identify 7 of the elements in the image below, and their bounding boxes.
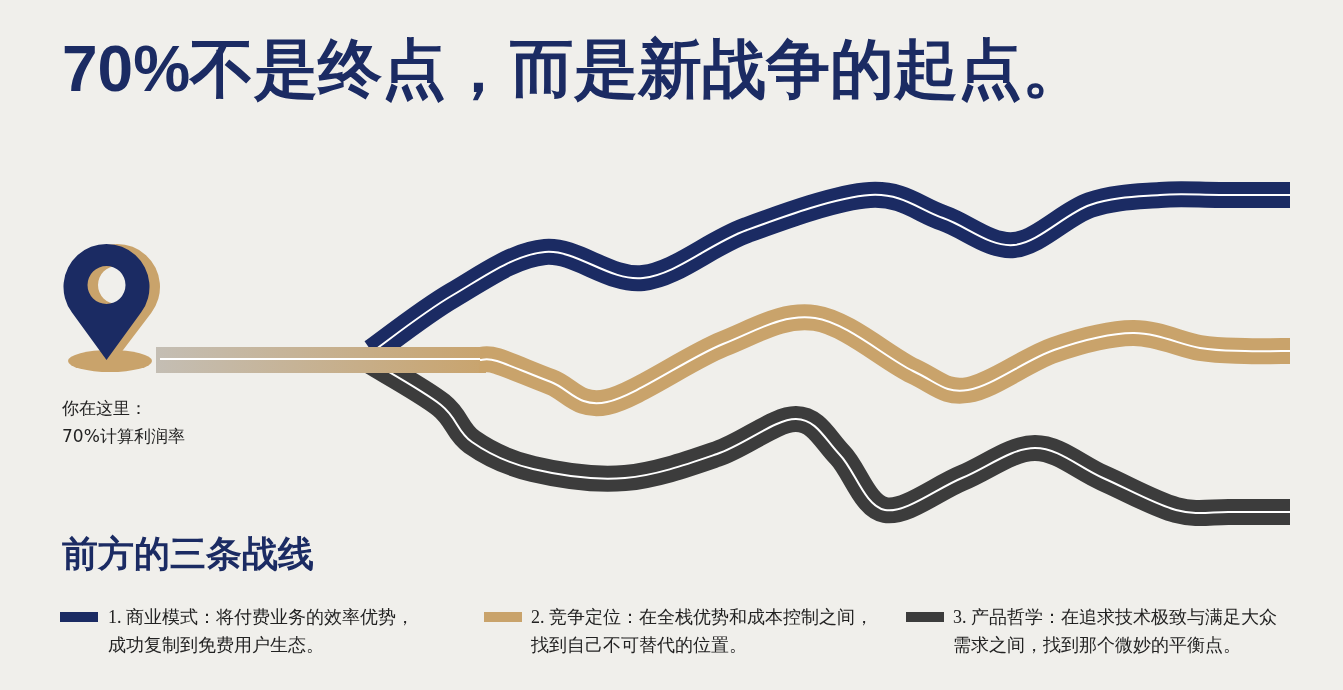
- pin-caption: 你在这里：: [62, 397, 147, 420]
- section-heading: 前方的三条战线: [62, 533, 314, 575]
- legend-text: 1. 商业模式：将付费业务的效率优势，成功复制到免费用户生态。: [108, 606, 415, 657]
- title: 70%不是终点，而是新战争的起点。: [62, 34, 1087, 104]
- legend-text: 2. 竞争定位：在全栈优势和成本控制之间，找到自己不可替代的位置。: [531, 606, 874, 657]
- pin-caption: 70%计算利润率: [62, 425, 185, 448]
- legend-text: 3. 产品哲学：在追求技术极致与满足大众需求之间，找到那个微妙的平衡点。: [953, 606, 1278, 657]
